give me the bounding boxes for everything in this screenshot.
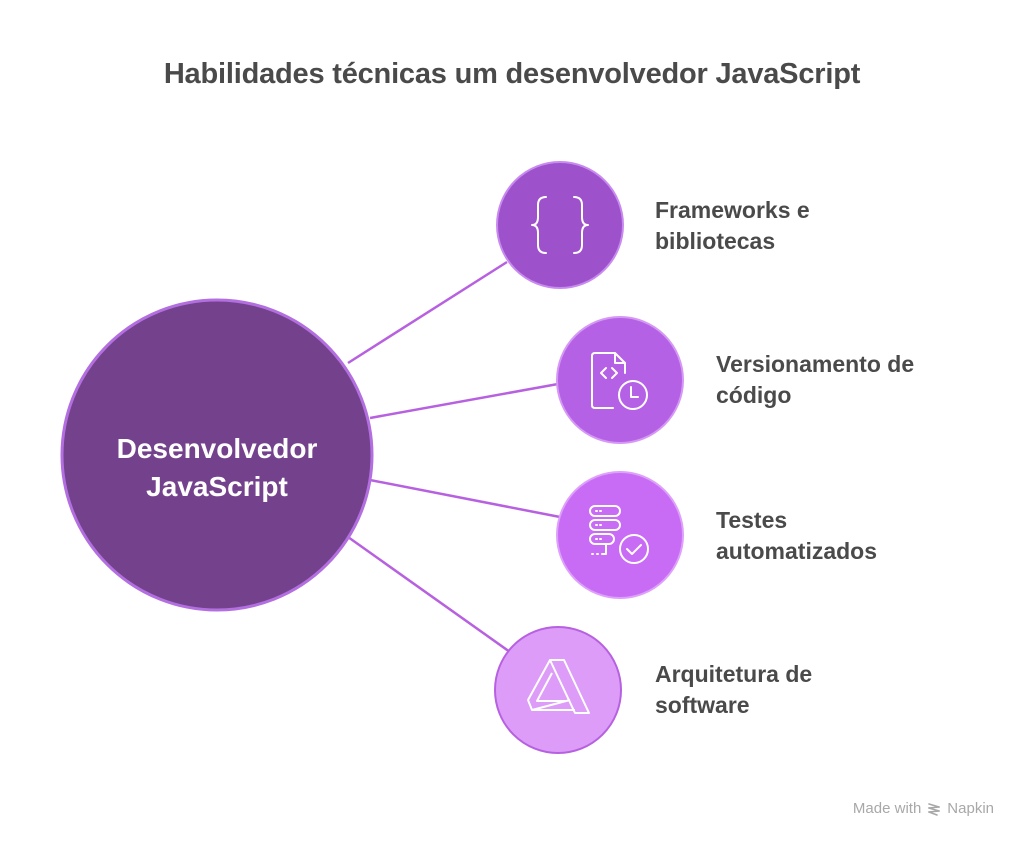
node-label-line1: Testes <box>716 507 788 533</box>
node-label-line1: Versionamento de <box>716 351 915 377</box>
center-node-line2: JavaScript <box>146 471 288 502</box>
node-label-line2: bibliotecas <box>655 228 776 254</box>
architecture-a-icon <box>527 659 590 714</box>
diagram-title: Habilidades técnicas um desenvolvedor Ja… <box>163 58 861 90</box>
node-label-versionamento: Versionamento de código <box>716 349 914 411</box>
center-node-line1: Desenvolvedor <box>116 433 318 464</box>
node-label-testes: Testes automatizados <box>716 505 877 567</box>
footer-brand: Napkin <box>947 800 994 817</box>
node-label-line2: software <box>655 692 750 718</box>
center-node-circle <box>60 298 374 612</box>
node-label-line1: Frameworks e <box>655 197 810 223</box>
server-check-icon <box>589 505 649 564</box>
node-frameworks <box>496 161 624 289</box>
node-label-frameworks: Frameworks e bibliotecas <box>655 195 810 257</box>
node-arquitetura <box>494 626 622 754</box>
connectors <box>347 260 561 654</box>
node-label-arquitetura: Arquitetura de software <box>655 659 812 721</box>
connector-testes <box>369 478 561 519</box>
footer-made-with: Made with <box>852 800 922 817</box>
code-file-clock-icon <box>591 352 648 410</box>
center-node-label: Desenvolvedor JavaScript <box>62 430 372 506</box>
node-testes <box>556 471 684 599</box>
node-label-line1: Arquitetura de <box>655 661 813 687</box>
node-versionamento <box>556 316 684 444</box>
connector-arquitetura <box>347 535 511 654</box>
napkin-logo-icon <box>928 802 941 816</box>
node-label-line2: automatizados <box>716 538 878 564</box>
node-label-line2: código <box>716 382 792 408</box>
made-with-napkin-footer: Made with Napkin <box>853 800 994 817</box>
connector-versionamento <box>369 382 559 420</box>
curly-braces-icon <box>531 196 589 254</box>
connector-frameworks <box>347 260 508 365</box>
